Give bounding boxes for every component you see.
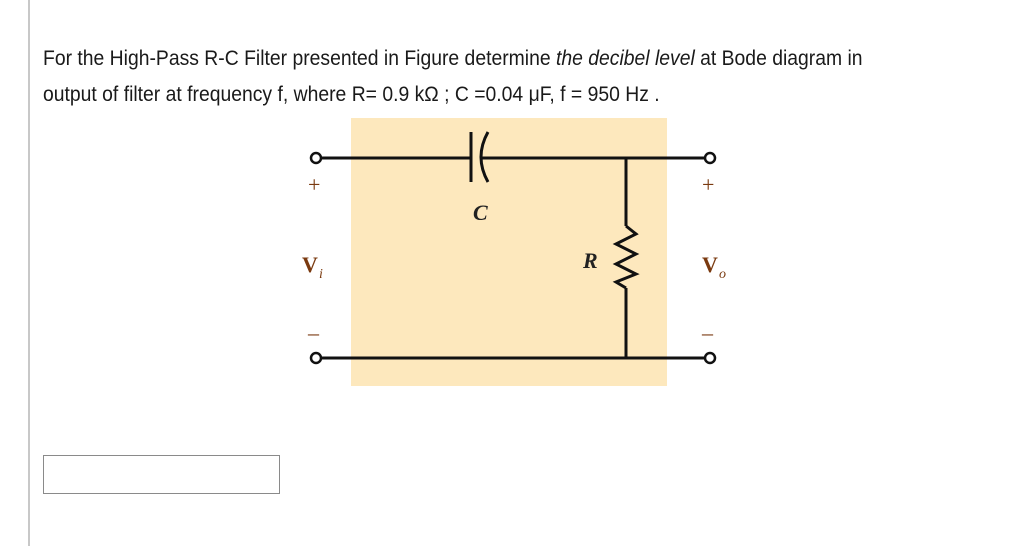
output-voltage-subscript: o [719, 267, 726, 282]
input-voltage-subscript: i [319, 267, 323, 282]
left-border-rule [28, 0, 30, 546]
resistor-label: R [582, 248, 598, 273]
output-plus-sign: + [702, 172, 714, 197]
input-minus-sign: – [307, 320, 320, 345]
output-voltage-label: V [702, 252, 718, 277]
output-minus-sign: – [701, 320, 714, 345]
question-line-2: output of filter at frequency f, where R… [43, 82, 660, 106]
output-terminal-bottom [703, 351, 717, 365]
capacitor-label: C [473, 200, 488, 225]
input-terminal-top [309, 151, 323, 165]
question-text-part: at Bode diagram in [694, 46, 863, 70]
question-text-part: For the High-Pass R-C Filter presented i… [43, 46, 556, 70]
input-voltage-label: V [302, 252, 318, 277]
capacitor-curved-plate [479, 131, 490, 183]
question-line-1: For the High-Pass R-C Filter presented i… [43, 40, 921, 76]
question-emphasis: the decibel level [555, 46, 695, 70]
resistor-zigzag [612, 224, 640, 290]
answer-input[interactable] [43, 455, 280, 494]
output-terminal-top [703, 151, 717, 165]
input-plus-sign: + [308, 172, 320, 197]
high-pass-rc-filter-circuit: + + – – V i V o C R [302, 118, 726, 386]
question-text: For the High-Pass R-C Filter presented i… [43, 40, 921, 112]
input-terminal-bottom [309, 351, 323, 365]
circuit-background [351, 118, 667, 386]
